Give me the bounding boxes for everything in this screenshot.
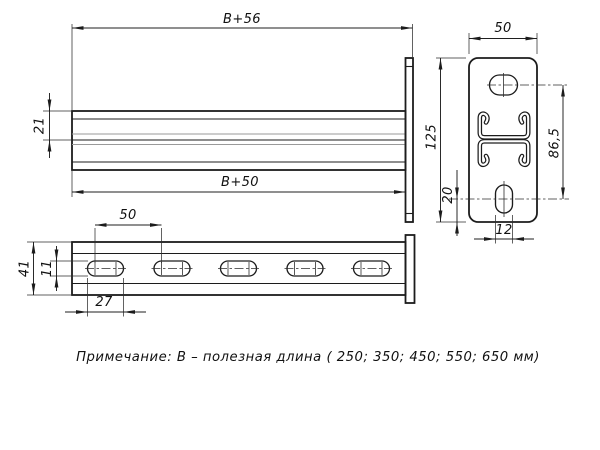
dim-label-50-plan: 50 — [119, 208, 136, 223]
dimension-overall-length: B+56 — [71, 12, 413, 110]
dimension-profile-height: 21 — [33, 93, 72, 158]
dim-label-27: 27 — [95, 295, 113, 310]
note-text: Примечание: В – полезная длина ( 250; 35… — [76, 350, 540, 365]
dim-label-b50: B+50 — [221, 175, 259, 190]
end-view: 50 125 86,5 20 12 — [425, 21, 569, 244]
dimension-slot-width-end: 12 — [474, 215, 534, 244]
dimension-useful-length: B+50 — [71, 170, 406, 197]
end-plate-plan — [404, 234, 416, 304]
dim-label-b56: B+56 — [223, 12, 261, 27]
dim-label-50-end: 50 — [494, 21, 511, 36]
dimension-slot-spacing: 86,5 — [548, 85, 565, 199]
dim-label-20: 20 — [441, 186, 456, 203]
plan-view: 50 41 11 27 — [18, 208, 416, 317]
dim-label-125: 125 — [425, 124, 440, 150]
dim-label-86-5: 86,5 — [548, 128, 563, 159]
dim-label-12: 12 — [495, 223, 512, 238]
dimension-slot-width-plan: 11 — [40, 246, 88, 291]
dimension-slot-length: 27 — [65, 278, 146, 317]
dim-label-21: 21 — [33, 117, 48, 134]
slot-hole — [85, 260, 126, 277]
side-view: B+56 B+50 21 — [33, 12, 414, 223]
slot-hole — [218, 260, 259, 277]
slot-hole — [351, 260, 392, 277]
end-plate-side — [404, 57, 414, 223]
slot-hole — [284, 260, 326, 277]
dimension-plate-height: 125 — [425, 57, 466, 223]
dimension-hole-pitch: 50 — [94, 208, 162, 263]
strut-cross-section — [477, 111, 531, 168]
dim-label-41: 41 — [18, 260, 33, 277]
end-plate-face — [468, 57, 538, 223]
slot-hole — [151, 260, 193, 277]
dimension-plate-width: 50 — [468, 21, 538, 54]
dimension-profile-width: 41 — [18, 241, 72, 296]
dimension-slot-offset: 20 — [441, 170, 459, 236]
slot-holes-row — [85, 260, 392, 277]
dim-label-11: 11 — [40, 260, 55, 277]
